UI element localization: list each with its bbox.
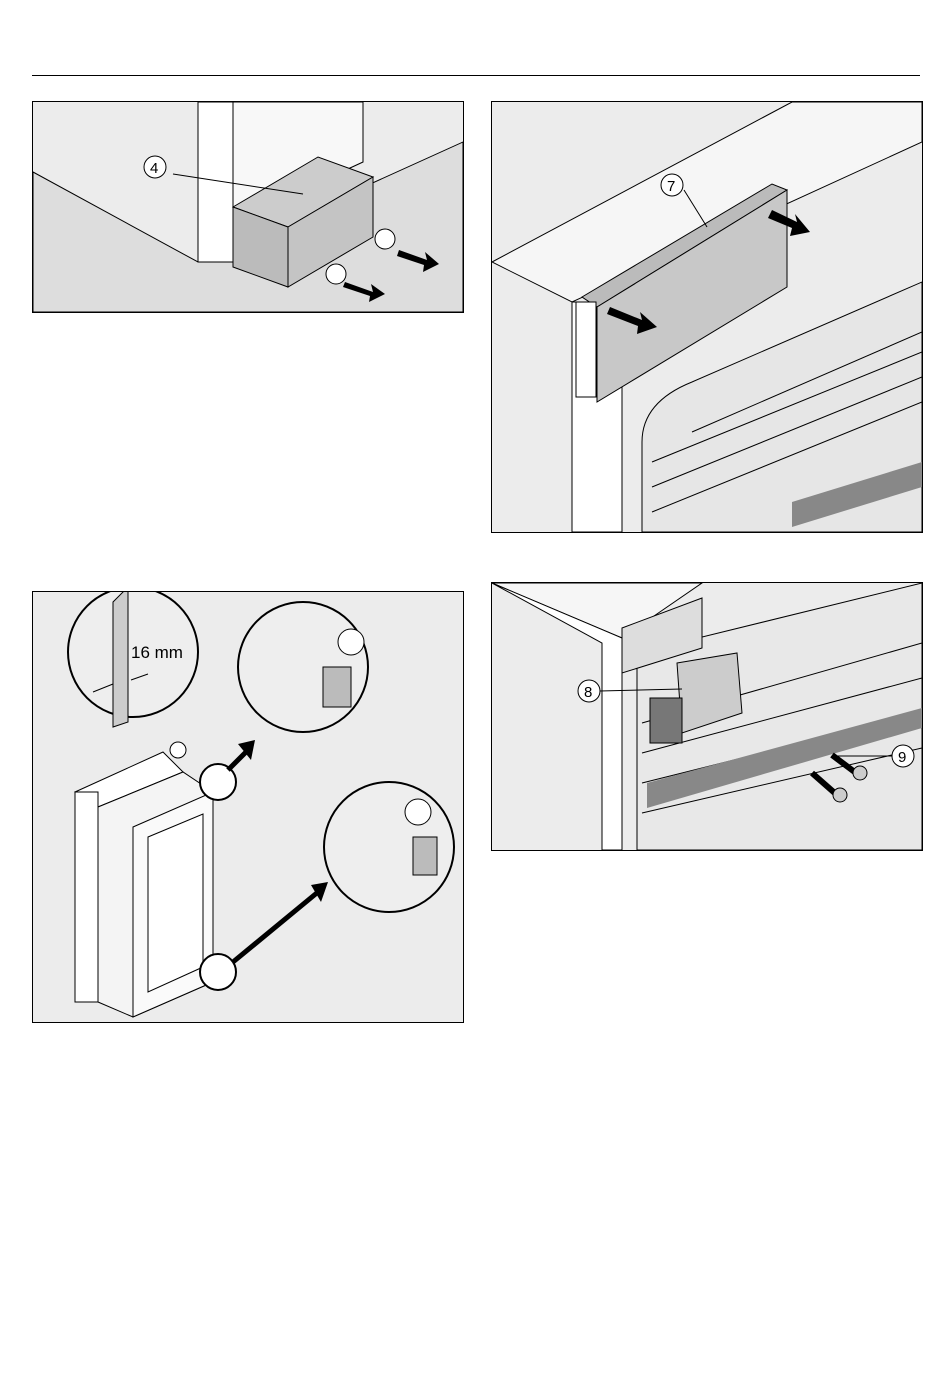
header-rule — [32, 75, 920, 76]
figure-fit-hinge-bracket: 8 9 — [491, 582, 923, 851]
callout-9: 9 — [898, 749, 906, 766]
dimension-16mm: 16 mm — [131, 643, 183, 662]
figure-remove-base-cover: 4 — [32, 101, 464, 313]
callout-4: 4 — [150, 160, 158, 177]
figure-door-hinge-adjustment: 16 mm — [32, 591, 464, 1023]
figure-remove-top-cover: 7 — [491, 101, 923, 533]
callout-7: 7 — [667, 178, 675, 195]
callout-8: 8 — [584, 684, 592, 701]
